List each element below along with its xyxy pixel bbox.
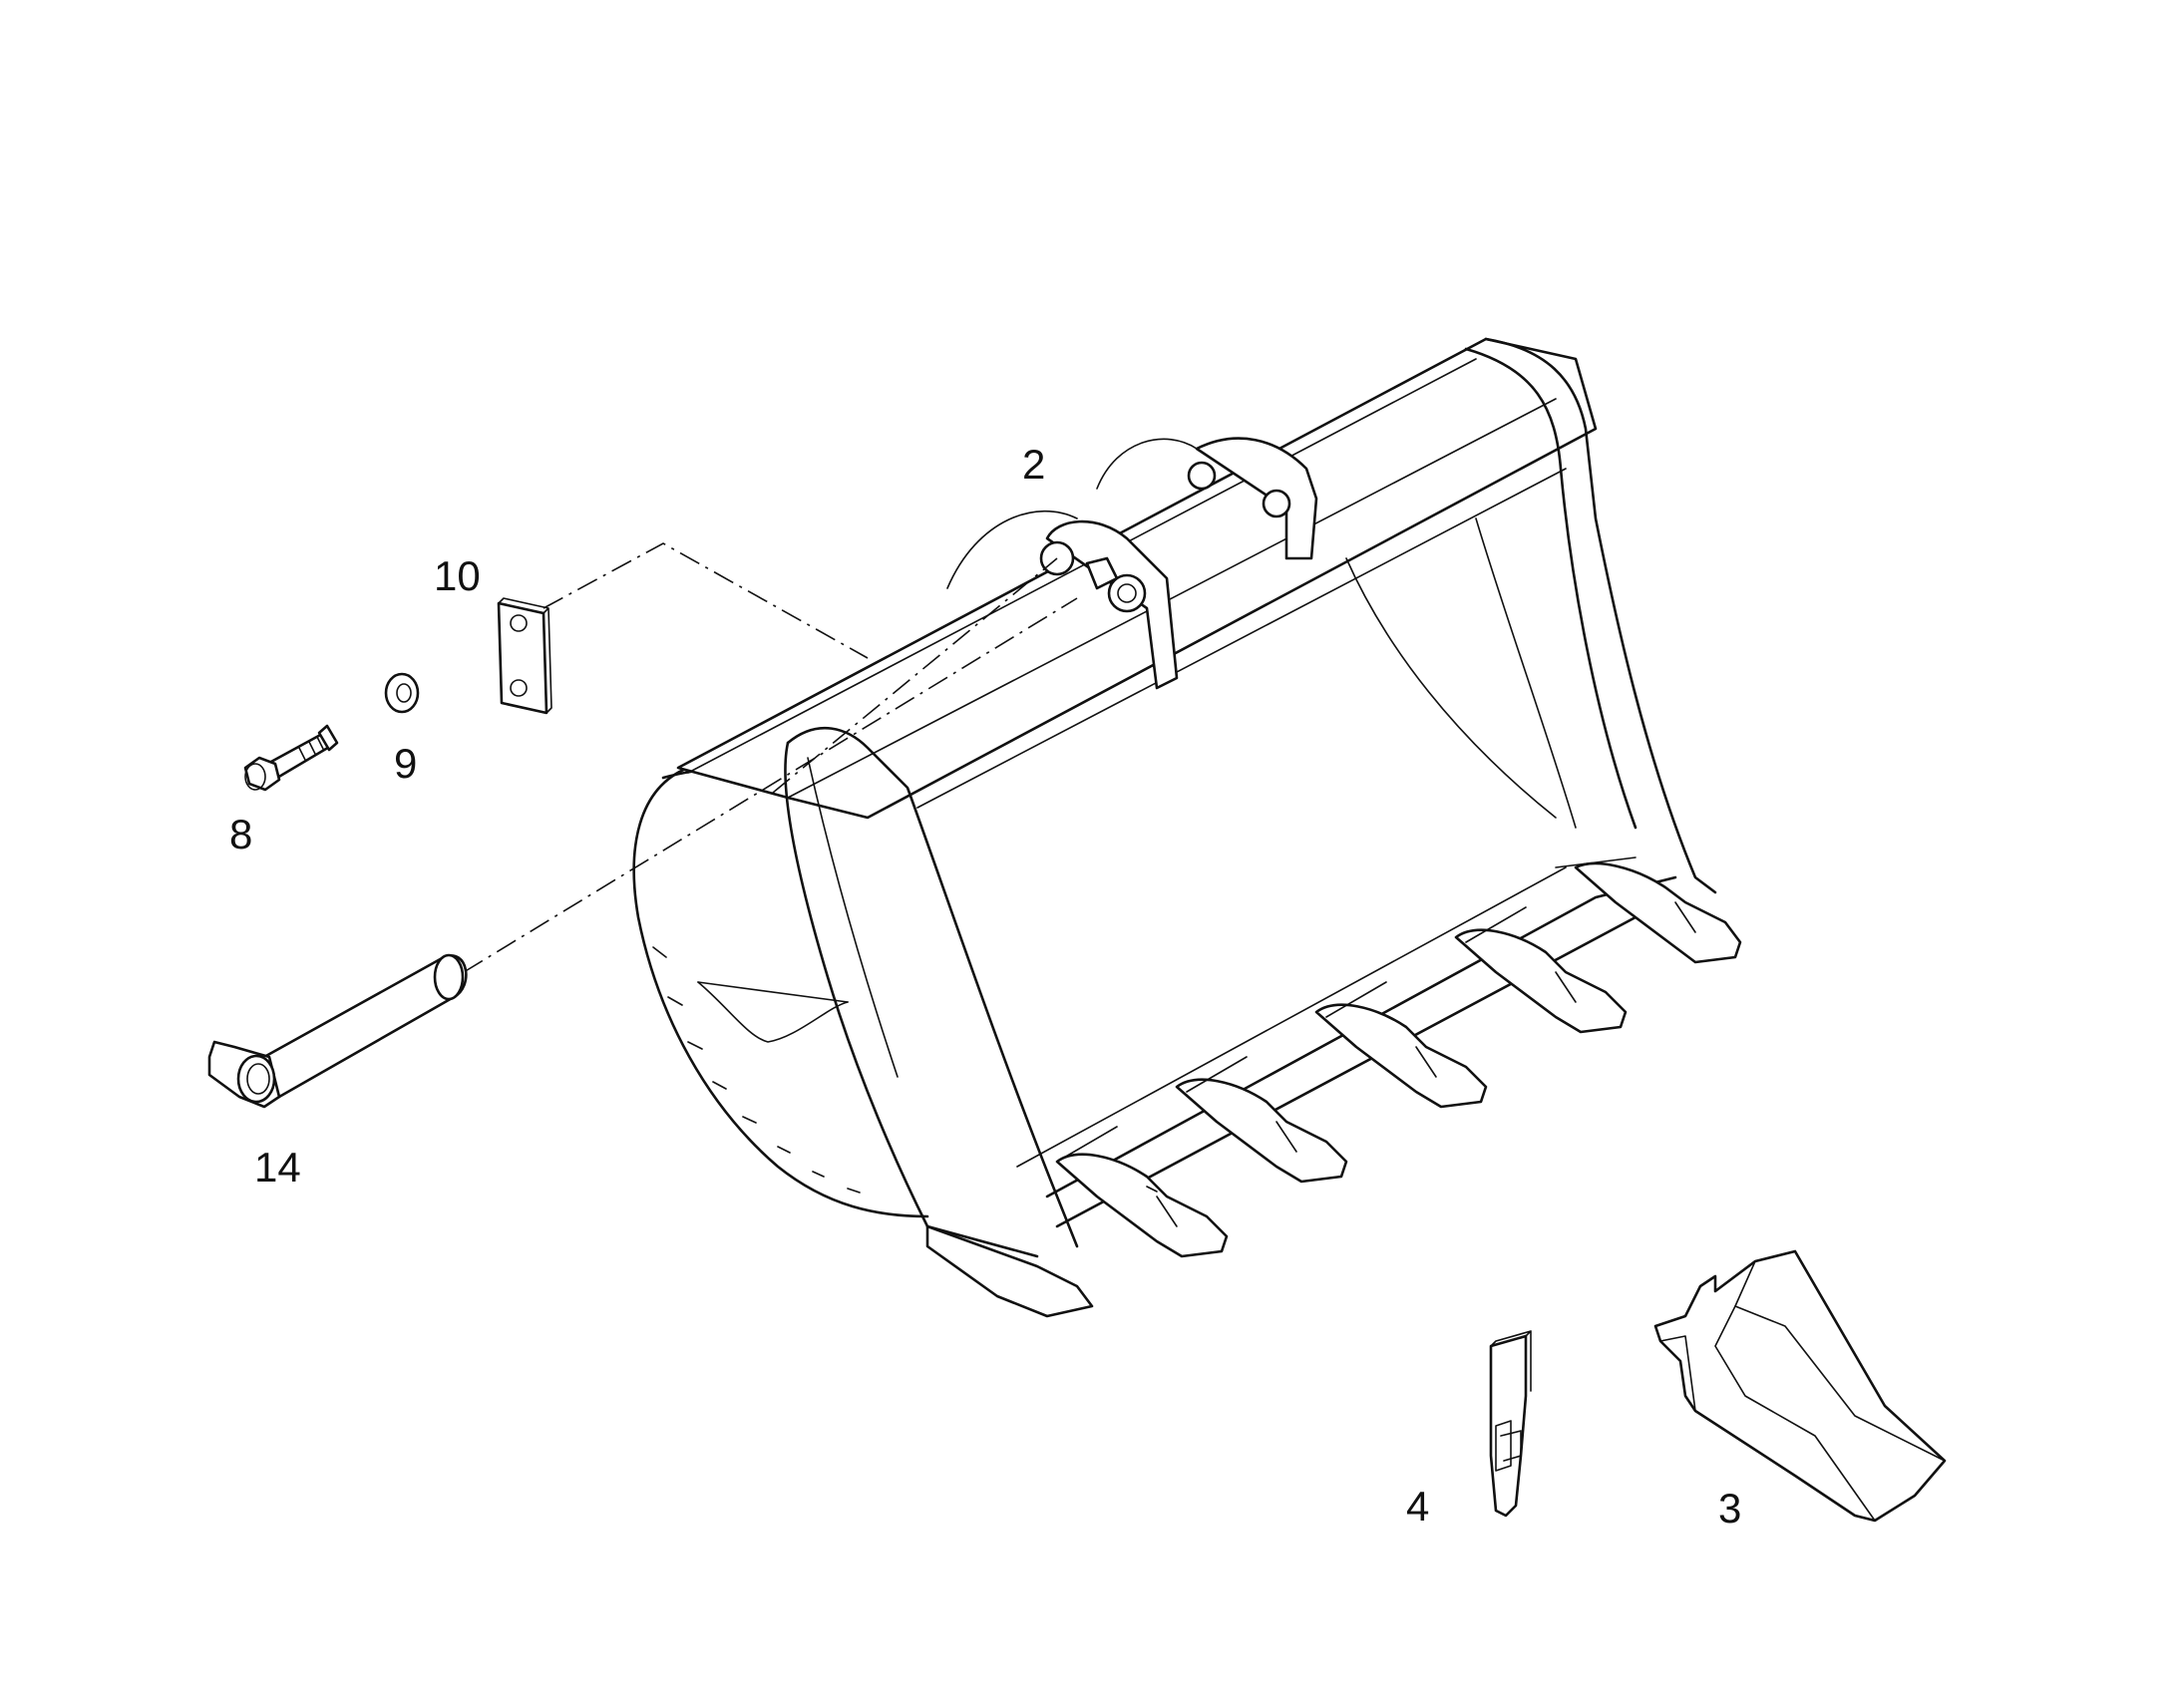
callout-3: 3	[1718, 1485, 1742, 1532]
callout-10: 10	[434, 552, 481, 599]
bucket-teeth	[1055, 861, 1742, 1258]
part-8-bolt	[243, 724, 339, 792]
bucket	[632, 337, 1717, 1318]
callout-2: 2	[1022, 441, 1046, 488]
callout-14: 14	[254, 1144, 301, 1191]
part-9-washer	[384, 672, 420, 714]
callout-8: 8	[229, 811, 253, 857]
callout-9: 9	[394, 740, 418, 787]
part-14-pin	[207, 953, 468, 1109]
part-3-tooth	[1653, 1249, 1947, 1523]
part-10-plate	[497, 597, 552, 715]
part-4-retainer	[1489, 1330, 1532, 1518]
callout-4: 4	[1406, 1483, 1430, 1530]
assembly-lines	[463, 542, 1078, 973]
